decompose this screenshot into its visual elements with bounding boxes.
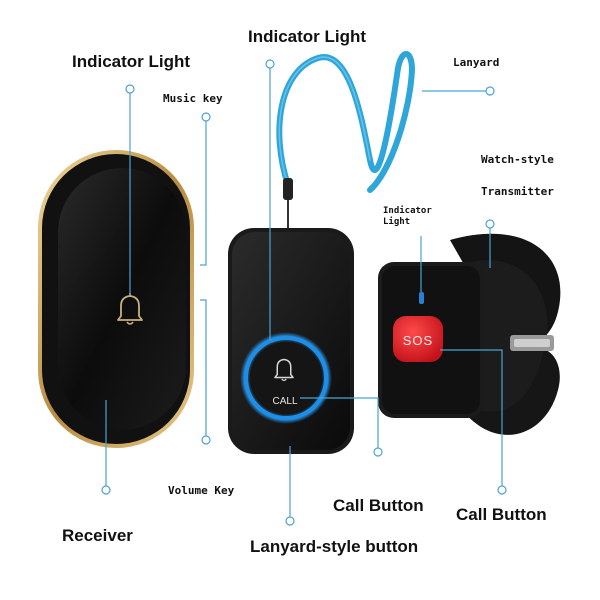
receiver-device bbox=[38, 150, 194, 448]
receiver-face bbox=[58, 168, 186, 430]
call-text: CALL bbox=[272, 396, 297, 407]
watch-indicator-light bbox=[419, 292, 424, 304]
lanyard-style-button-label: Lanyard-style button bbox=[250, 537, 419, 556]
indicator-light-small-label-2: Light bbox=[383, 217, 411, 227]
volume-key-label: Volume Key bbox=[168, 484, 235, 497]
receiver-label: Receiver bbox=[62, 526, 133, 545]
lanyard bbox=[276, 51, 415, 232]
call-button-label-middle: Call Button bbox=[333, 496, 424, 515]
lanyard-label: Lanyard bbox=[453, 56, 500, 69]
sos-text: SOS bbox=[403, 333, 433, 348]
sos-button bbox=[393, 316, 443, 362]
transmitter-label: Transmitter bbox=[481, 185, 554, 198]
bell-icon bbox=[274, 358, 294, 382]
indicator-light-small-label-1: Indicator bbox=[383, 206, 432, 216]
call-button-label-right: Call Button bbox=[456, 505, 547, 524]
indicator-ring bbox=[244, 336, 328, 420]
indicator-light-label-left: Indicator Light bbox=[72, 52, 191, 71]
lanyard-clip bbox=[283, 178, 293, 200]
watch-style-label: Watch-style bbox=[481, 153, 554, 166]
indicator-light-label-top: Indicator Light bbox=[248, 27, 367, 46]
callout-lines bbox=[101, 59, 507, 526]
watch-device: SOS bbox=[378, 233, 561, 435]
pendant-device: CALL bbox=[228, 228, 354, 454]
music-key-label: Music key bbox=[163, 92, 223, 105]
